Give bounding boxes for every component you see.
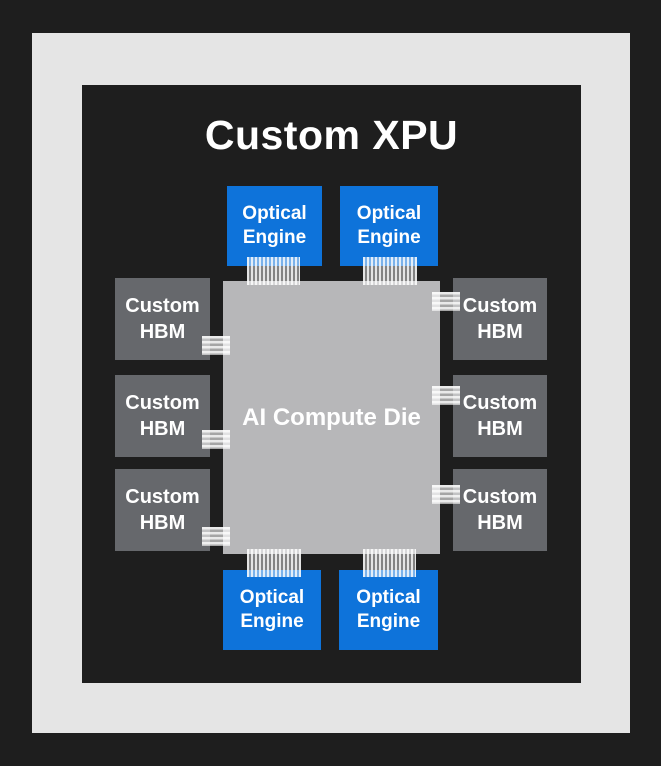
hbm-label: Custom HBM: [462, 295, 538, 343]
optical-connector-band-bottom-left: [247, 549, 301, 577]
hbm-box-right-3: Custom HBM: [453, 469, 547, 551]
hbm-connector-right-3: [432, 485, 460, 504]
diagram-panel: Custom XPU AI Compute Die Optical Engine…: [82, 85, 581, 683]
hbm-label: Custom HBM: [462, 486, 538, 534]
hbm-connector-left-3: [202, 527, 230, 546]
ai-compute-die-label: AI Compute Die: [242, 403, 421, 431]
hbm-connector-right-1: [432, 292, 460, 311]
optical-engine-label: Optical Engine: [356, 586, 421, 632]
page-title: Custom XPU: [204, 112, 459, 158]
hbm-connector-left-1: [202, 336, 230, 355]
optical-engine-top-right: Optical Engine: [340, 186, 438, 266]
optical-engine-top-left: Optical Engine: [227, 186, 322, 266]
optical-engine-bottom-left: Optical Engine: [223, 570, 321, 650]
optical-connector-band-top-left: [247, 257, 300, 285]
ai-compute-die: AI Compute Die: [223, 281, 440, 554]
hbm-box-right-2: Custom HBM: [453, 375, 547, 457]
hbm-box-right-1: Custom HBM: [453, 278, 547, 360]
optical-engine-label: Optical Engine: [239, 586, 305, 632]
hbm-label: Custom HBM: [125, 295, 200, 343]
hbm-label: Custom HBM: [125, 486, 200, 534]
optical-engine-bottom-right: Optical Engine: [339, 570, 438, 650]
optical-engine-label: Optical Engine: [242, 202, 307, 248]
optical-connector-band-bottom-right: [363, 549, 416, 577]
hbm-box-left-3: Custom HBM: [115, 469, 210, 551]
hbm-label: Custom HBM: [125, 392, 200, 440]
hbm-box-left-1: Custom HBM: [115, 278, 210, 360]
hbm-label: Custom HBM: [462, 392, 538, 440]
optical-engine-label: Optical Engine: [356, 202, 422, 248]
hbm-connector-left-2: [202, 430, 230, 449]
optical-connector-band-top-right: [363, 257, 417, 285]
hbm-connector-right-2: [432, 386, 460, 405]
hbm-box-left-2: Custom HBM: [115, 375, 210, 457]
